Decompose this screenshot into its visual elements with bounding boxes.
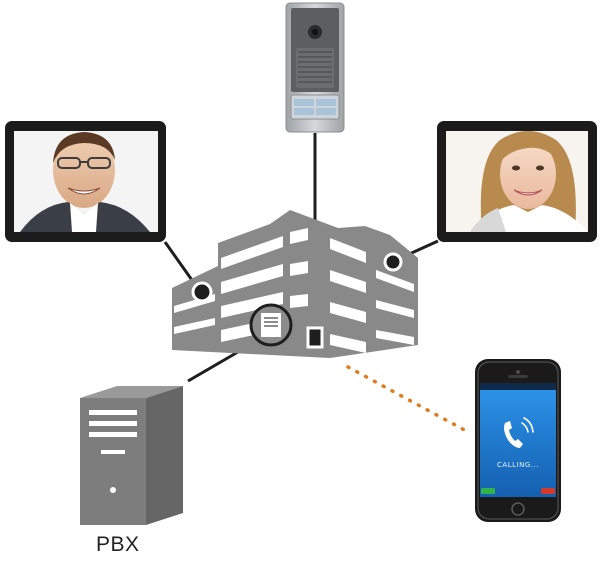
video-monitor-man-icon [5,121,166,242]
node-door-panel [306,326,324,349]
node-left-monitor [191,281,213,303]
pbx-server-icon [80,386,183,525]
wireless-link-to-phone [346,365,472,435]
pbx-label: PBX [96,533,140,556]
node-right-monitor [383,252,403,272]
video-monitor-woman-icon [437,121,597,242]
node-server-icon [249,303,293,347]
phone-calling-text: CALLING... [497,461,539,469]
phone-handset-icon [504,417,534,448]
door-entry-panel-icon [285,2,345,133]
smartphone-calling-icon [475,359,561,522]
office-building-icon [172,210,418,358]
